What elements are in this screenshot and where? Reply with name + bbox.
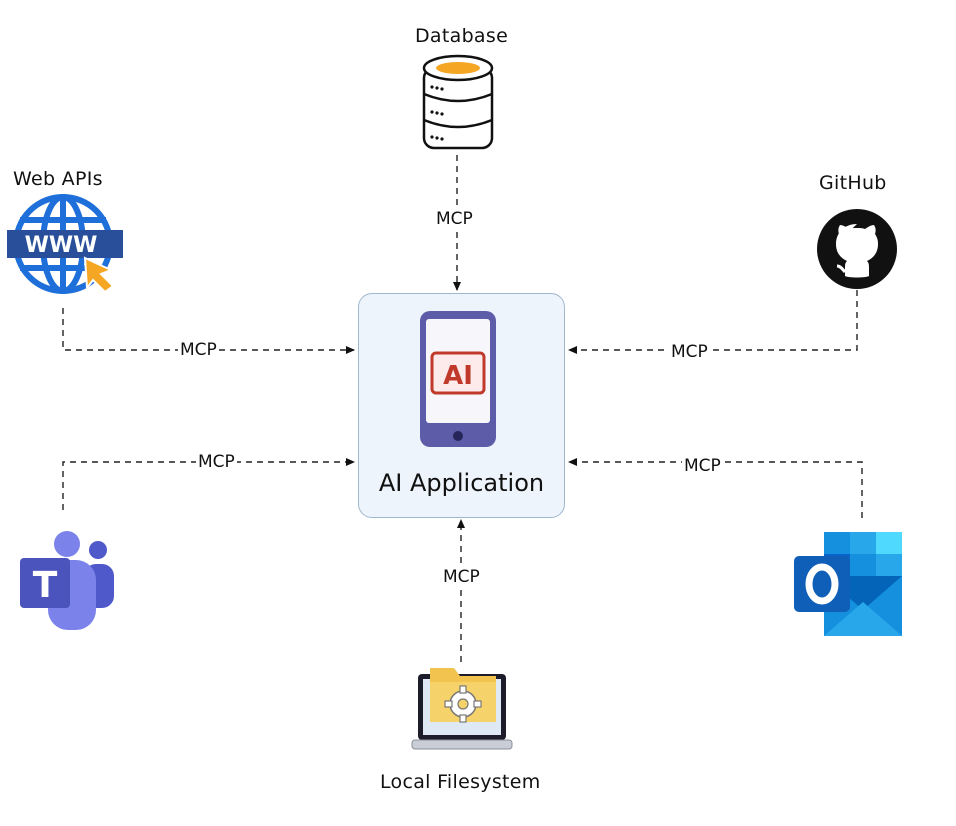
laptop-folder-gear-icon bbox=[411, 668, 513, 750]
edge-label-teams: MCP bbox=[196, 452, 237, 472]
microsoft-outlook-icon bbox=[794, 532, 902, 636]
microsoft-teams-icon: T bbox=[20, 531, 114, 630]
edge-label-filesystem: MCP bbox=[441, 567, 482, 587]
web-apis-label: Web APIs bbox=[13, 168, 103, 190]
ai-badge-text: AI bbox=[443, 361, 473, 391]
edge-github bbox=[568, 290, 858, 354]
edge-label-database: MCP bbox=[434, 209, 475, 229]
edge-label-web-apis: MCP bbox=[178, 340, 219, 360]
edge-label-outlook: MCP bbox=[682, 456, 723, 476]
database-icon bbox=[422, 54, 494, 150]
ai-application-node: AI AI Application bbox=[358, 293, 565, 518]
database-label: Database bbox=[415, 25, 509, 47]
ai-application-label: AI Application bbox=[378, 469, 545, 497]
github-label: GitHub bbox=[819, 172, 887, 194]
edge-label-github: MCP bbox=[669, 342, 710, 362]
edge-teams bbox=[62, 458, 355, 510]
phone-ai-icon: AI bbox=[420, 311, 496, 447]
local-filesystem-label: Local Filesystem bbox=[380, 771, 541, 793]
github-icon bbox=[817, 209, 897, 289]
www-globe-icon: WWW bbox=[7, 194, 123, 294]
edge-outlook bbox=[568, 458, 863, 518]
svg-text:T: T bbox=[33, 565, 58, 606]
edge-web-apis bbox=[62, 308, 355, 354]
svg-text:WWW: WWW bbox=[25, 233, 98, 258]
